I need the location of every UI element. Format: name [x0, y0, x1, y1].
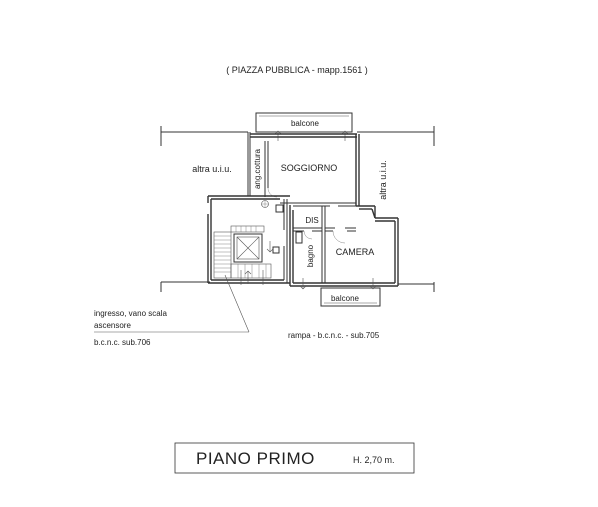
door-swing-kitchen [267, 187, 278, 198]
road-label: ( PIAZZA PUBBLICA - mapp.1561 ) [226, 65, 368, 75]
stair-lift-block [207, 195, 290, 285]
pillar-small-right [295, 231, 303, 244]
dis-label: DIS [305, 216, 318, 225]
balcony-door-arrow-right [341, 130, 349, 141]
door-swing-camera [332, 230, 346, 244]
pillar-small-left [272, 246, 280, 254]
ingresso-note-line2: ascensore [94, 321, 131, 330]
bcnc-706-note: b.c.n.c. sub.706 [94, 338, 151, 347]
balcone-top-label: balcone [291, 119, 320, 128]
lift-shaft [233, 233, 263, 263]
balcony-bottom [320, 287, 381, 307]
pillar-square [275, 204, 284, 213]
ingresso-leader-diagonal [224, 274, 250, 333]
entry-arrow-up [244, 270, 252, 284]
balcone-bottom-label: balcone [331, 294, 360, 303]
title-block-frame [174, 442, 415, 474]
neighbour-left-outline [160, 126, 251, 292]
ingresso-note-line1: ingresso, vano scala [94, 309, 167, 318]
altra-uiu-right-label: altra u.i.u. [378, 160, 388, 200]
balcony-door-arrow-left [274, 130, 282, 141]
camera-label: CAMERA [336, 247, 375, 257]
apartment-outer-walls [250, 133, 399, 287]
title-piano-primo: PIANO PRIMO [196, 449, 315, 468]
rampa-705-note: rampa - b.c.n.c. - sub.705 [288, 331, 380, 340]
altra-uiu-left-label: altra u.i.u. [192, 164, 232, 174]
neighbour-right-outline [357, 126, 435, 292]
bagno-label: bagno [306, 244, 315, 267]
entry-arrow-down [266, 241, 274, 253]
balcony-bottom-arrow-right [369, 278, 377, 290]
balcony-top [255, 112, 353, 133]
ang-cottura-label: ang.cottura [253, 148, 262, 189]
door-swing-bagno [303, 230, 313, 240]
lift-door-marker [261, 200, 269, 208]
soggiorno-label: SOGGIORNO [281, 163, 338, 173]
title-height: H. 2,70 m. [353, 455, 395, 465]
balcony-bottom-arrow-left [299, 278, 307, 290]
interior-walls [250, 141, 356, 283]
